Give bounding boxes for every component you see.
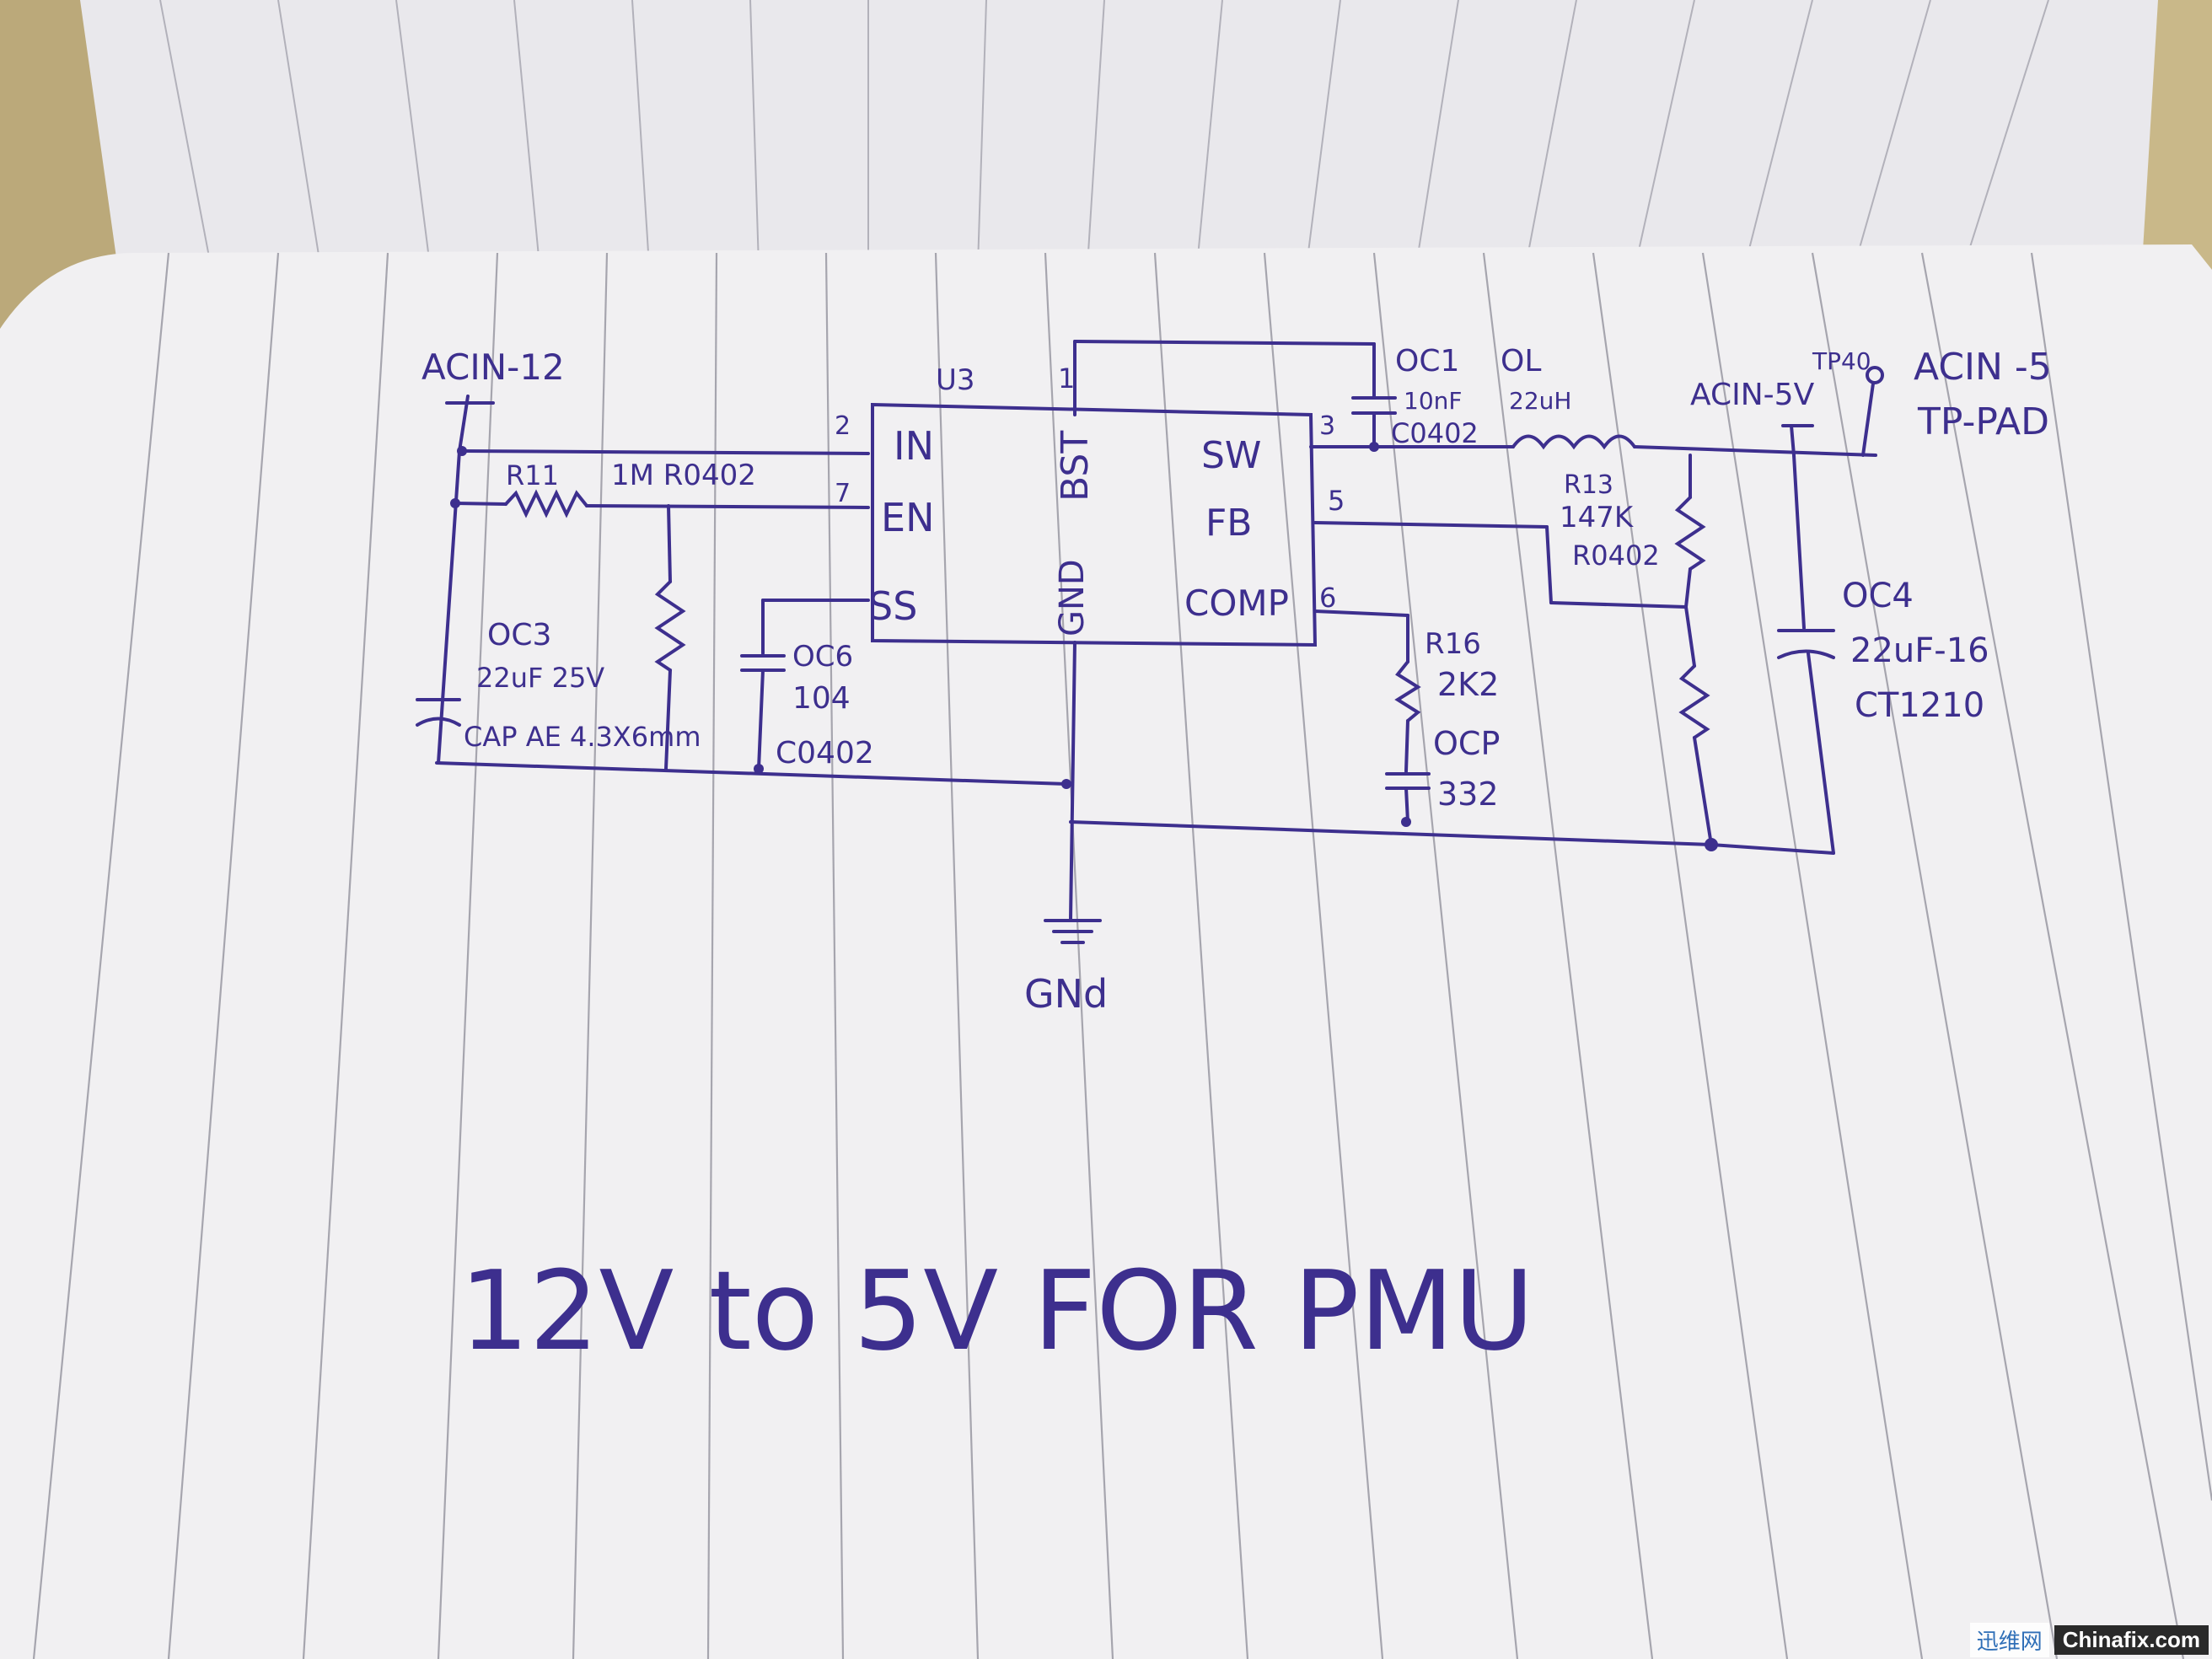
r11-ref: R11 [506,459,559,491]
oc3-package: CAP AE 4.3X6mm [464,721,701,753]
schematic-title: 12V to 5V FOR PMU [459,1247,1534,1375]
r13-zigzag [1674,496,1706,571]
ocp-value: 332 [1437,776,1499,813]
fb-net [1313,521,1549,529]
pin-bst-number: 1 [1058,362,1075,395]
oc1-ref: OC1 [1395,344,1459,379]
u3-body [871,402,1318,647]
r11-zigzag [504,489,588,518]
ic-ref-label: U3 [936,363,975,397]
oc6-value: 104 [792,681,851,716]
output-net-alt-label: ACIN -5 [1914,346,2052,389]
r-divider-zigzag [1678,664,1710,739]
watermark-site: Chinafix.com [2054,1624,2209,1655]
inductor-coil [1511,434,1636,450]
pin-sw-number: 3 [1319,411,1335,441]
tp40-pad [1866,366,1884,384]
pin-ss-label: SS [868,583,917,629]
oc4-package: CT1210 [1855,686,1984,725]
pin-gnd-label: GND [1053,559,1092,636]
r16-ref: R16 [1425,627,1481,661]
oc3-plate-b [416,717,461,727]
r-vertical-top [667,504,672,583]
r-vertical-bottom [664,668,672,770]
pin-comp-label: COMP [1184,583,1289,624]
ic-gnd-wire [1069,641,1076,921]
r13-ref: R13 [1564,470,1613,500]
comp-net [1313,609,1409,617]
oc3-value: 22uF 25V [476,662,604,694]
en-net-left [454,502,507,506]
input-stub [458,395,470,453]
tp-ref: TP40 [1812,347,1871,375]
r11-value: 1M R0402 [611,459,756,492]
en-net [585,504,870,509]
oc6-package: C0402 [776,736,874,770]
pin-in-number: 2 [835,411,851,441]
main-page-rules [32,252,2212,1659]
input-net-label: ACIN-12 [421,346,565,388]
upper-page [80,0,2158,278]
oc4-value: 22uF-16 [1850,631,1989,670]
pin-in-label: IN [894,423,934,469]
junction-dots [450,442,1718,851]
schematic-wires [416,340,1884,944]
pin-fb-label: FB [1205,502,1253,545]
gnd-rail-left [435,761,1068,786]
watermark-cn: 迅维网 [1969,1622,2049,1657]
tp-type-label: TP-PAD [1917,400,2049,443]
pin-comp-number: 6 [1319,582,1336,614]
ocp-ref: OCP [1433,725,1500,762]
pin-en-label: EN [881,495,934,540]
oc1-value: 10nF [1404,387,1462,415]
oc3-ref: OC3 [487,618,551,652]
watermark: 迅维网 Chinafix.com [1969,1622,2209,1657]
pull-resistor-zigzag [654,580,686,672]
main-page [0,244,2212,1659]
in-net [460,449,870,455]
pin-en-number: 7 [835,479,851,508]
r13-package: R0402 [1572,540,1660,572]
oc4-ref: OC4 [1842,577,1914,615]
oc1-package: C0402 [1391,417,1479,449]
pin-sw-label: SW [1201,434,1261,477]
inductor-value: 22uH [1509,387,1571,415]
r16-zigzag [1394,660,1421,722]
schematic-labels: ACIN-12 U3 2 IN 7 EN SS 1 BST GND SW 3 F… [421,344,2052,1375]
gnd-rail-right [1069,820,1713,846]
r13-value: 147K [1560,501,1635,534]
upper-page-rules [159,0,2049,266]
pin-fb-number: 5 [1328,485,1345,517]
output-net-label: ACIN-5V [1690,378,1815,412]
vout-net [1633,445,1877,457]
gnd-label: GNd [1024,971,1108,1017]
oc4-plate-b [1777,649,1835,659]
r16-value: 2K2 [1437,666,1499,703]
oc6-ref: OC6 [792,640,853,674]
tp-stub [1861,382,1875,457]
pin-bst-label: BST [1054,431,1097,502]
inductor-ref: OL [1501,344,1541,379]
